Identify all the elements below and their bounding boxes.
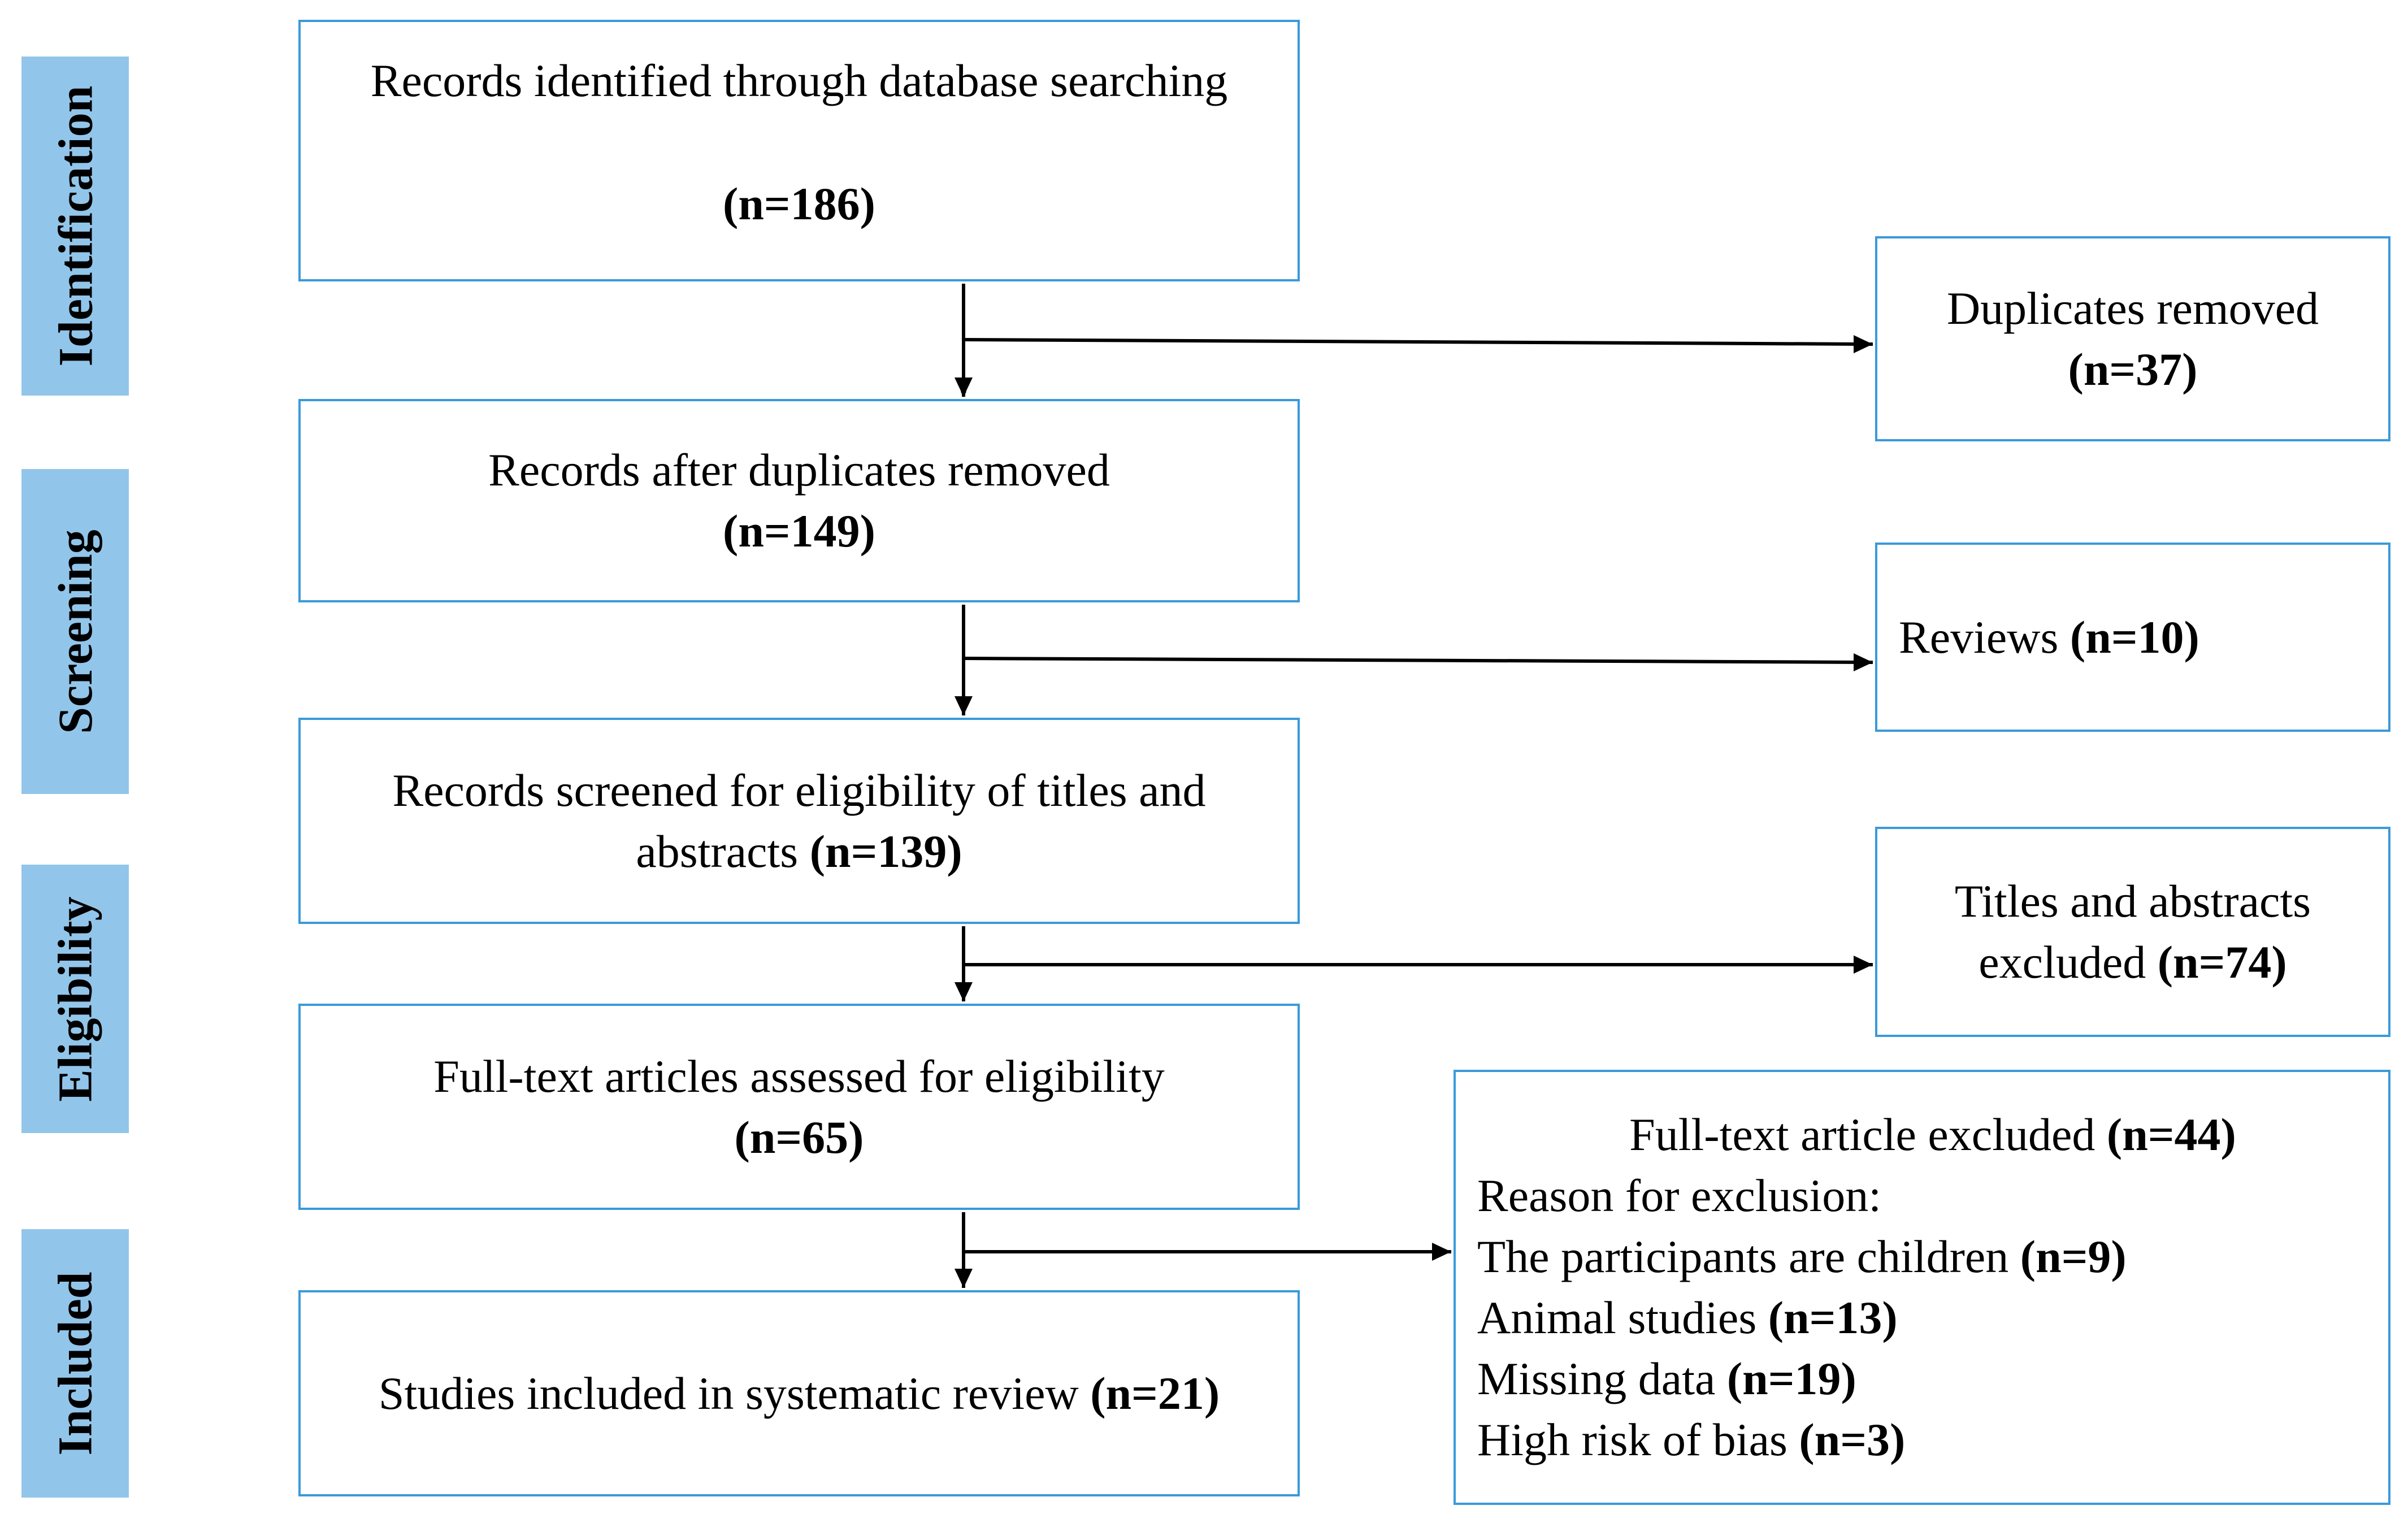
arrowhead xyxy=(954,696,973,715)
duplicates-removed-text: Duplicates removed xyxy=(1946,282,2319,334)
box-duplicates-removed: Duplicates removed (n=37) xyxy=(1875,236,2390,441)
box-records-identified: Records identified through database sear… xyxy=(298,20,1300,281)
arrowhead xyxy=(1854,956,1873,974)
reason-heading: Reason for exclusion: xyxy=(1477,1170,1882,1221)
box-records-after-duplicates: Records after duplicates removed (n=149) xyxy=(298,399,1300,602)
records-identified-count: (n=186) xyxy=(723,178,875,229)
studies-included-text: Studies included in systematic review xyxy=(378,1367,1079,1419)
titles-excluded-text-1: Titles and abstracts xyxy=(1954,875,2311,927)
records-screened-count: (n=139) xyxy=(809,825,962,877)
phase-identification-label: Identification xyxy=(48,85,102,367)
reason-text: Animal studies xyxy=(1477,1292,1757,1343)
full-text-assessed-text: Full-text articles assessed for eligibil… xyxy=(433,1050,1165,1102)
box-reviews: Reviews (n=10) xyxy=(1875,543,2390,732)
arrowhead xyxy=(1854,653,1873,671)
box-titles-abstracts-excluded: Titles and abstracts excluded (n=74) xyxy=(1875,827,2390,1037)
reason-count: (n=19) xyxy=(1726,1353,1856,1404)
records-screened-text-1: Records screened for eligibility of titl… xyxy=(392,764,1206,816)
duplicates-removed-count: (n=37) xyxy=(2068,343,2198,395)
box-full-text-assessed: Full-text articles assessed for eligibil… xyxy=(298,1004,1300,1210)
reason-item: Missing data (n=19) xyxy=(1477,1348,1856,1409)
reason-item: High risk of bias (n=3) xyxy=(1477,1409,1905,1470)
phase-identification: Identification xyxy=(21,57,129,396)
arrowhead xyxy=(954,378,973,397)
studies-included-count: (n=21) xyxy=(1090,1367,1220,1419)
reviews-count: (n=10) xyxy=(2069,611,2199,663)
titles-excluded-count: (n=74) xyxy=(2157,936,2287,988)
arrowhead xyxy=(954,982,973,1001)
box-records-screened: Records screened for eligibility of titl… xyxy=(298,718,1300,924)
phase-screening: Screening xyxy=(21,469,129,794)
reason-count: (n=9) xyxy=(2020,1231,2127,1282)
reason-item: The participants are children (n=9) xyxy=(1477,1226,2127,1287)
titles-excluded-text-2: excluded xyxy=(1979,936,2146,988)
reason-text: Missing data xyxy=(1477,1353,1716,1404)
reason-item: Animal studies (n=13) xyxy=(1477,1287,1898,1348)
reason-text: The participants are children xyxy=(1477,1231,2009,1282)
records-screened-text-2: abstracts xyxy=(636,825,799,877)
records-after-duplicates-count: (n=149) xyxy=(723,505,875,557)
phase-screening-label: Screening xyxy=(48,529,103,734)
phase-included-label: Included xyxy=(48,1271,102,1456)
full-text-excluded-title: Full-text article excluded xyxy=(1629,1109,2095,1160)
records-after-duplicates-text: Records after duplicates removed xyxy=(488,444,1110,496)
reason-count: (n=3) xyxy=(1799,1414,1906,1465)
arrowhead xyxy=(954,1269,973,1288)
arrow-to-reviews xyxy=(963,657,1873,664)
box-studies-included: Studies included in systematic review (n… xyxy=(298,1290,1300,1496)
phase-eligibility-label: Eligibility xyxy=(48,896,103,1102)
box-full-text-excluded: Full-text article excluded (n=44) Reason… xyxy=(1454,1070,2390,1505)
reason-count: (n=13) xyxy=(1768,1292,1898,1343)
arrowhead xyxy=(1854,335,1873,353)
full-text-assessed-count: (n=65) xyxy=(734,1111,864,1163)
records-identified-text: Records identified through database sear… xyxy=(370,55,1228,106)
arrow-to-duplicates-removed xyxy=(963,338,1873,346)
phase-eligibility: Eligibility xyxy=(21,865,129,1133)
full-text-excluded-count: (n=44) xyxy=(2106,1109,2236,1160)
phase-included: Included xyxy=(21,1229,129,1498)
arrowhead xyxy=(1432,1243,1451,1261)
reason-text: High risk of bias xyxy=(1477,1414,1787,1465)
reviews-text: Reviews xyxy=(1899,611,2059,663)
